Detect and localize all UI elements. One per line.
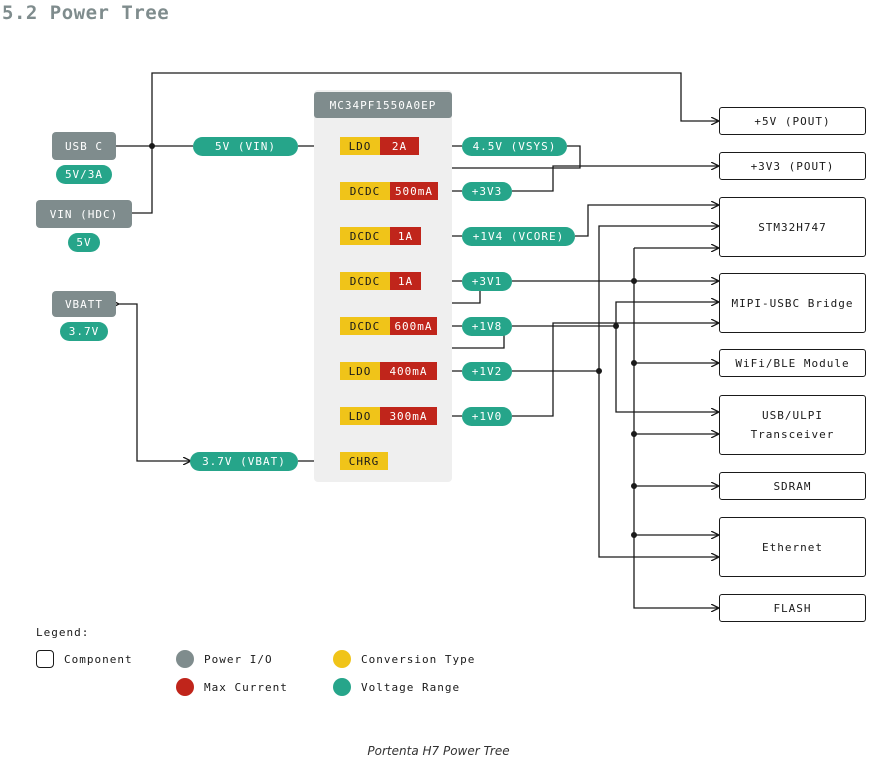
legend-component-label: Component bbox=[64, 652, 133, 666]
legend-voltage-range: Voltage Range bbox=[333, 678, 460, 696]
input-vbatt: VBATT bbox=[52, 291, 116, 317]
conversion-type: CHRG bbox=[340, 452, 388, 470]
regulator-dcdc-1a-3v1: DCDC 1A bbox=[340, 272, 421, 290]
max-current: 1A bbox=[390, 272, 421, 290]
input-usb-c: USB C bbox=[52, 132, 116, 160]
power-io-swatch bbox=[176, 650, 194, 668]
max-current: 1A bbox=[390, 227, 421, 245]
legend-component: Component bbox=[36, 650, 133, 668]
conversion-type-swatch bbox=[333, 650, 351, 668]
rail-1v2: +1V2 bbox=[462, 362, 512, 381]
regulator-ldo-400ma: LDO 400mA bbox=[340, 362, 437, 380]
pmic-title: MC34PF1550A0EP bbox=[314, 92, 452, 118]
conversion-type: DCDC bbox=[340, 227, 390, 245]
section-title: 5.2 Power Tree bbox=[2, 2, 170, 24]
figure-caption: Portenta H7 Power Tree bbox=[367, 744, 510, 758]
component-usb-ulpi-transceiver: USB/ULPI Transceiver bbox=[719, 395, 866, 455]
input-usb-c-rating: 5V/3A bbox=[56, 165, 112, 184]
legend-max-current: Max Current bbox=[176, 678, 288, 696]
max-current: 300mA bbox=[380, 407, 437, 425]
max-current: 400mA bbox=[380, 362, 437, 380]
conversion-type: LDO bbox=[340, 407, 380, 425]
rail-3v1: +3V1 bbox=[462, 272, 512, 291]
max-current-swatch bbox=[176, 678, 194, 696]
regulator-dcdc-500ma: DCDC 500mA bbox=[340, 182, 438, 200]
component-sdram: SDRAM bbox=[719, 472, 866, 500]
component-5v-pout: +5V (POUT) bbox=[719, 107, 866, 135]
rail-vsys: 4.5V (VSYS) bbox=[462, 137, 567, 156]
rail-vcore: +1V4 (VCORE) bbox=[462, 227, 575, 246]
component-flash: FLASH bbox=[719, 594, 866, 622]
conversion-type: LDO bbox=[340, 362, 380, 380]
legend-max-current-label: Max Current bbox=[204, 680, 288, 694]
rail-vbat: 3.7V (VBAT) bbox=[190, 452, 298, 471]
component-usb-line2: Transceiver bbox=[750, 428, 835, 441]
legend-conversion-type: Conversion Type bbox=[333, 650, 475, 668]
rail-1v0: +1V0 bbox=[462, 407, 512, 426]
regulator-ldo-2a: LDO 2A bbox=[340, 137, 419, 155]
charger-block: CHRG bbox=[340, 452, 388, 470]
component-3v3-pout: +3V3 (POUT) bbox=[719, 152, 866, 180]
input-vin-hdc-rating: 5V bbox=[68, 233, 100, 252]
voltage-range-swatch bbox=[333, 678, 351, 696]
rail-1v8: +1V8 bbox=[462, 317, 512, 336]
component-stm32h747: STM32H747 bbox=[719, 197, 866, 257]
component-wifi-ble-module: WiFi/BLE Module bbox=[719, 349, 866, 377]
conversion-type: DCDC bbox=[340, 272, 390, 290]
rail-vin: 5V (VIN) bbox=[193, 137, 298, 156]
input-vbatt-rating: 3.7V bbox=[60, 322, 108, 341]
legend-voltage-range-label: Voltage Range bbox=[361, 680, 461, 694]
rail-3v3: +3V3 bbox=[462, 182, 512, 201]
max-current: 600mA bbox=[390, 317, 437, 335]
component-ethernet: Ethernet bbox=[719, 517, 866, 577]
component-swatch bbox=[36, 650, 54, 668]
max-current: 500mA bbox=[390, 182, 438, 200]
component-mipi-usbc-bridge: MIPI-USBC Bridge bbox=[719, 273, 866, 333]
conversion-type: DCDC bbox=[340, 317, 390, 335]
max-current: 2A bbox=[380, 137, 419, 155]
component-usb-line1: USB/ULPI bbox=[762, 409, 823, 422]
regulator-ldo-300ma: LDO 300mA bbox=[340, 407, 437, 425]
input-vin-hdc: VIN (HDC) bbox=[36, 200, 132, 228]
legend-power-io: Power I/O bbox=[176, 650, 273, 668]
conversion-type: DCDC bbox=[340, 182, 390, 200]
legend-conversion-type-label: Conversion Type bbox=[361, 652, 476, 666]
regulator-dcdc-600ma: DCDC 600mA bbox=[340, 317, 437, 335]
legend-title: Legend: bbox=[36, 626, 90, 639]
conversion-type: LDO bbox=[340, 137, 380, 155]
legend-power-io-label: Power I/O bbox=[204, 652, 273, 666]
regulator-dcdc-1a-vcore: DCDC 1A bbox=[340, 227, 421, 245]
